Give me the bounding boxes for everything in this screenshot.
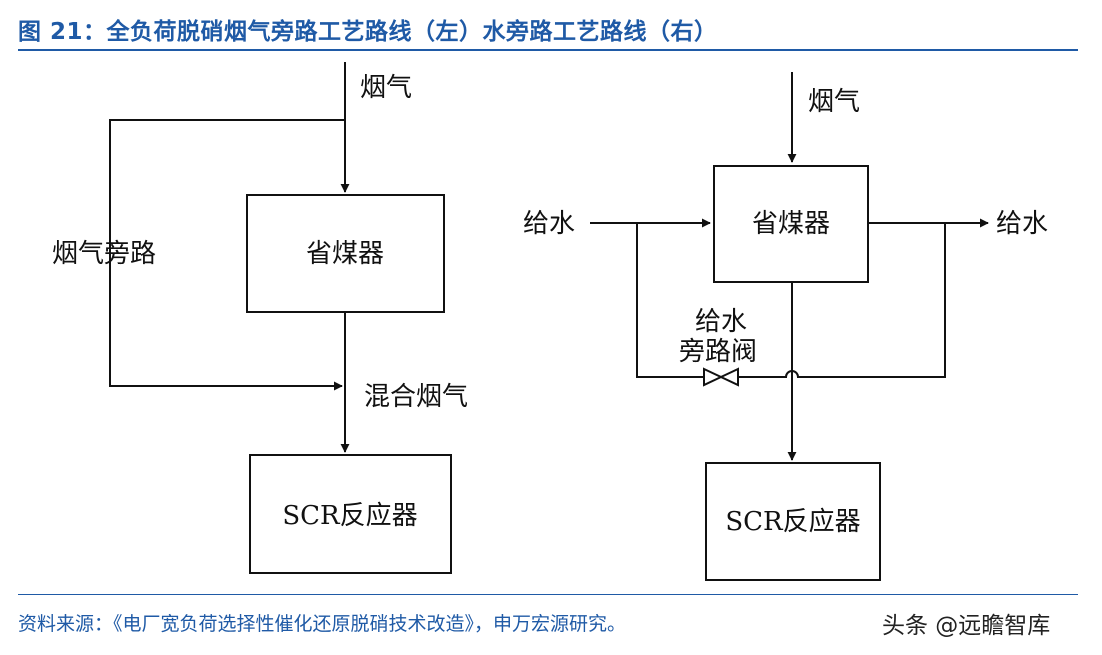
source-note: 资料来源：《电厂宽负荷选择性催化还原脱硝技术改造》，申万宏源研究。 <box>18 613 627 635</box>
left-economizer-label: 省煤器 <box>306 239 384 269</box>
right-economizer-label: 省煤器 <box>752 209 830 239</box>
right-scr-reactor-label: SCR反应器 <box>725 507 860 537</box>
scr-reactor-box <box>249 454 452 574</box>
left-scr-reactor-label: SCR反应器 <box>282 501 417 531</box>
right-scr-reactor-box <box>705 462 881 581</box>
mixed-flue-gas-label: 混合烟气 <box>364 382 468 412</box>
bypass-valve-label-line1: 给水 <box>695 307 747 337</box>
bypass-valve-icon <box>703 367 739 387</box>
process-flow-diagrams: 烟气 烟气旁路 省煤器 混合烟气 SCR反应器 烟气 给水 给水 省煤器 给水 … <box>52 62 1048 581</box>
flue-gas-bypass-label: 烟气旁路 <box>52 239 156 269</box>
bypass-left-branch <box>636 223 704 378</box>
left-diagram <box>109 62 452 574</box>
title-divider <box>18 49 1078 51</box>
right-diagram <box>590 72 989 581</box>
figure-title: 图 21：全负荷脱硝烟气旁路工艺路线（左）水旁路工艺路线（右） <box>18 19 718 45</box>
right-flue-gas-label: 烟气 <box>808 87 860 117</box>
source-divider <box>18 594 1078 595</box>
left-diagram-labels: 烟气 烟气旁路 省煤器 混合烟气 SCR反应器 <box>52 73 468 531</box>
feedwater-out-label: 给水 <box>996 209 1048 239</box>
bypass-right-branch <box>738 223 946 378</box>
right-diagram-labels: 烟气 给水 给水 省煤器 给水 旁路阀 SCR反应器 <box>523 87 1048 537</box>
feedwater-in-label: 给水 <box>523 209 575 239</box>
flue-gas-bypass-line <box>109 119 345 391</box>
bypass-valve-label-line2: 旁路阀 <box>679 337 757 367</box>
watermark: 头条 @远瞻智库 <box>882 613 1051 639</box>
left-flue-gas-label: 烟气 <box>360 73 412 103</box>
